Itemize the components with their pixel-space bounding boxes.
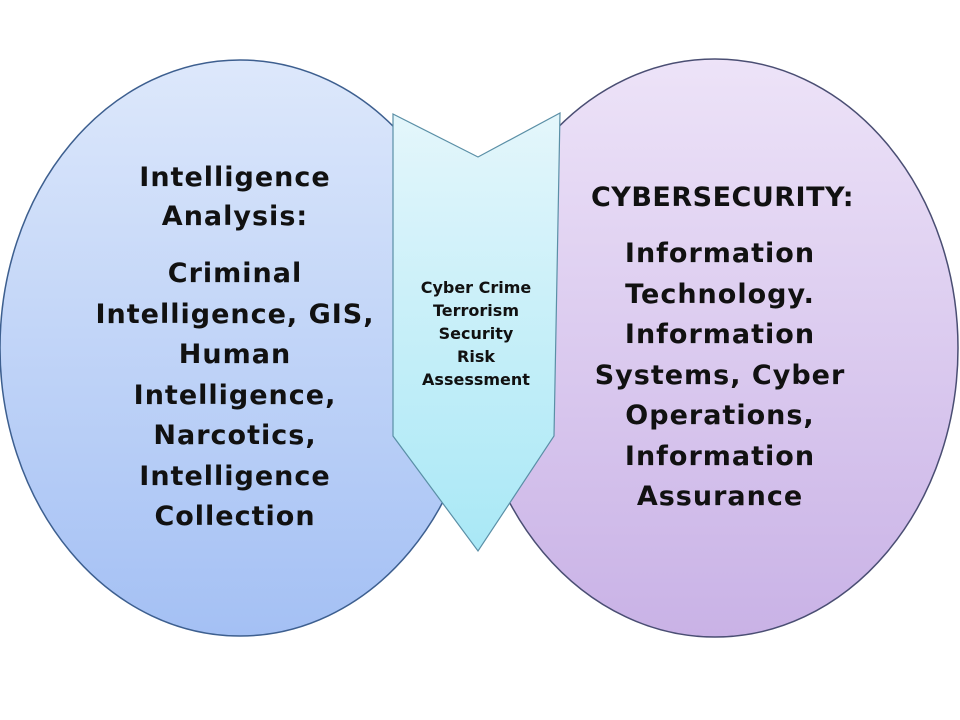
left-circle-title: Intelligence Analysis: — [60, 158, 410, 236]
left-body-line: Intelligence, GIS, — [95, 298, 375, 330]
left-body-line: Collection — [154, 501, 316, 532]
right-body-line: Information — [624, 238, 816, 269]
left-body-line: Human — [178, 339, 292, 370]
center-label-line: Cyber Crime — [420, 278, 532, 297]
center-chevron-arrow — [392, 111, 561, 553]
left-body-line: Intelligence, — [133, 379, 337, 411]
right-body-line: Assurance — [636, 481, 804, 512]
left-title-line: Intelligence — [139, 162, 331, 193]
right-body-line: Technology. — [625, 278, 815, 310]
center-label-line: Risk — [457, 347, 495, 366]
right-circle-body: Information Technology. Information Syst… — [560, 234, 880, 518]
center-label-line: Assessment — [422, 370, 530, 389]
left-title-line: Analysis: — [161, 201, 309, 232]
right-title-line: CYBERSECURITY: — [590, 182, 855, 213]
center-label-line: Security — [438, 324, 514, 343]
left-circle-body: Criminal Intelligence, GIS, Human Intell… — [60, 254, 410, 538]
center-arrow-label: Cyber Crime Terrorism Security Risk Asse… — [398, 276, 554, 391]
right-circle-title: CYBERSECURITY: — [540, 180, 905, 216]
left-body-line: Criminal — [167, 258, 303, 289]
right-body-line: Information — [624, 319, 816, 350]
right-body-line: Operations, — [625, 400, 815, 431]
left-body-line: Intelligence — [139, 460, 331, 492]
right-body-line: Information — [624, 440, 816, 472]
center-label-line: Terrorism — [433, 301, 519, 320]
right-body-line: Systems, Cyber — [594, 359, 846, 391]
left-body-line: Narcotics, — [153, 420, 317, 451]
